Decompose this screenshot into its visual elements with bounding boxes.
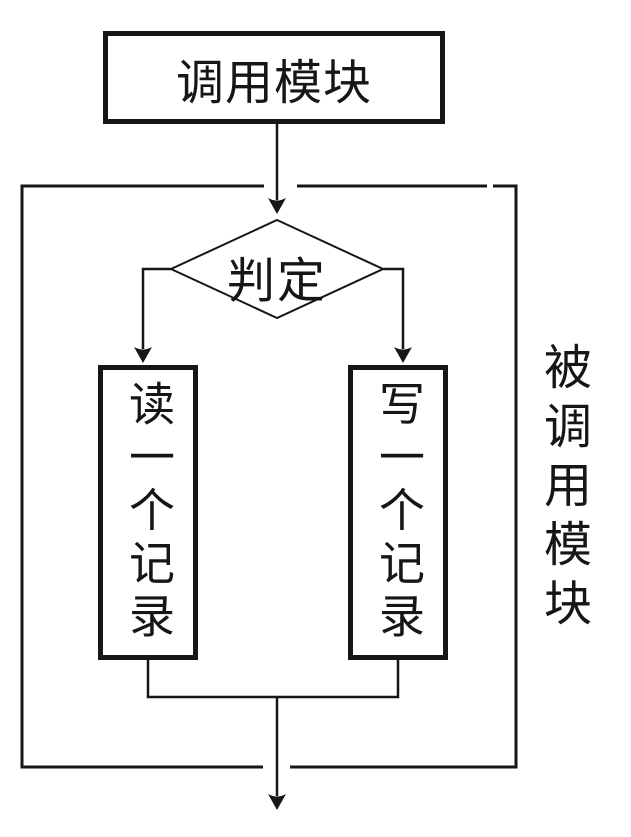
read-record-box: 读一个记录 (98, 365, 198, 660)
edge-decision-to-write (383, 267, 405, 349)
read-record-label: 读一个记录 (123, 380, 174, 645)
write-record-label: 写一个记录 (373, 380, 424, 645)
edge-decision-to-read (141, 267, 171, 349)
called-module-label: 被调用模块 (536, 341, 589, 637)
arrowhead-into-decision (268, 198, 286, 214)
decision-label: 判定 (226, 255, 327, 308)
caller-module-box: 调用模块 (103, 31, 445, 124)
arrowhead-exit-bottom (268, 794, 286, 810)
caller-module-label: 调用模块 (175, 56, 372, 110)
write-record-box: 写一个记录 (348, 365, 448, 660)
edge-merge-lines (146, 660, 400, 699)
decision-diamond (168, 218, 386, 320)
arrowhead-into-write (394, 347, 412, 363)
arrowhead-into-read (134, 347, 152, 363)
called-module-container-border (20, 184, 518, 769)
